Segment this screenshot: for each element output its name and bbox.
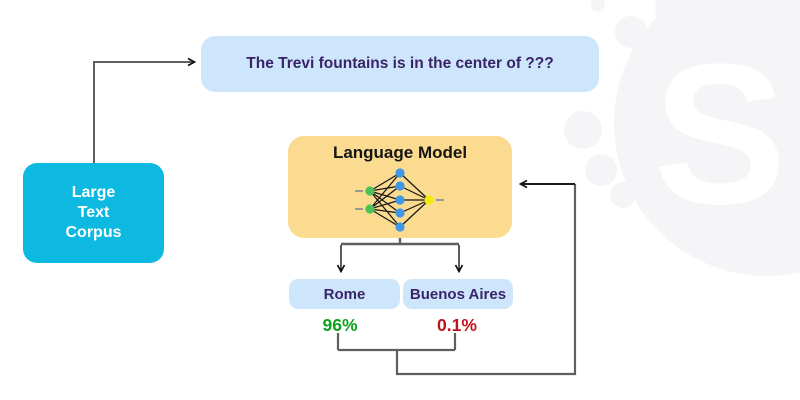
probability-rome: 96%	[322, 315, 358, 335]
watermark-dot	[615, 16, 647, 48]
corpus-line: Large	[71, 184, 116, 201]
corpus-line: Corpus	[65, 224, 122, 241]
corpus-line: Text	[77, 204, 110, 221]
language-model-box: Language Model	[288, 136, 512, 238]
prompt-box: The Trevi fountains is in the center of …	[201, 36, 599, 92]
watermark-dot	[591, 0, 605, 12]
output-box-buenos-aires: Buenos Aires	[403, 279, 513, 309]
watermark-dot	[564, 111, 602, 149]
watermark-letter: S	[653, 23, 787, 246]
corpus-box: Large Text Corpus	[23, 163, 164, 263]
watermark-dot	[585, 154, 617, 186]
probability-buenos-aires: 0.1%	[437, 315, 477, 335]
output-box-rome: Rome	[289, 279, 400, 309]
language-model-title: Language Model	[332, 143, 468, 162]
watermark-dot	[610, 182, 636, 208]
